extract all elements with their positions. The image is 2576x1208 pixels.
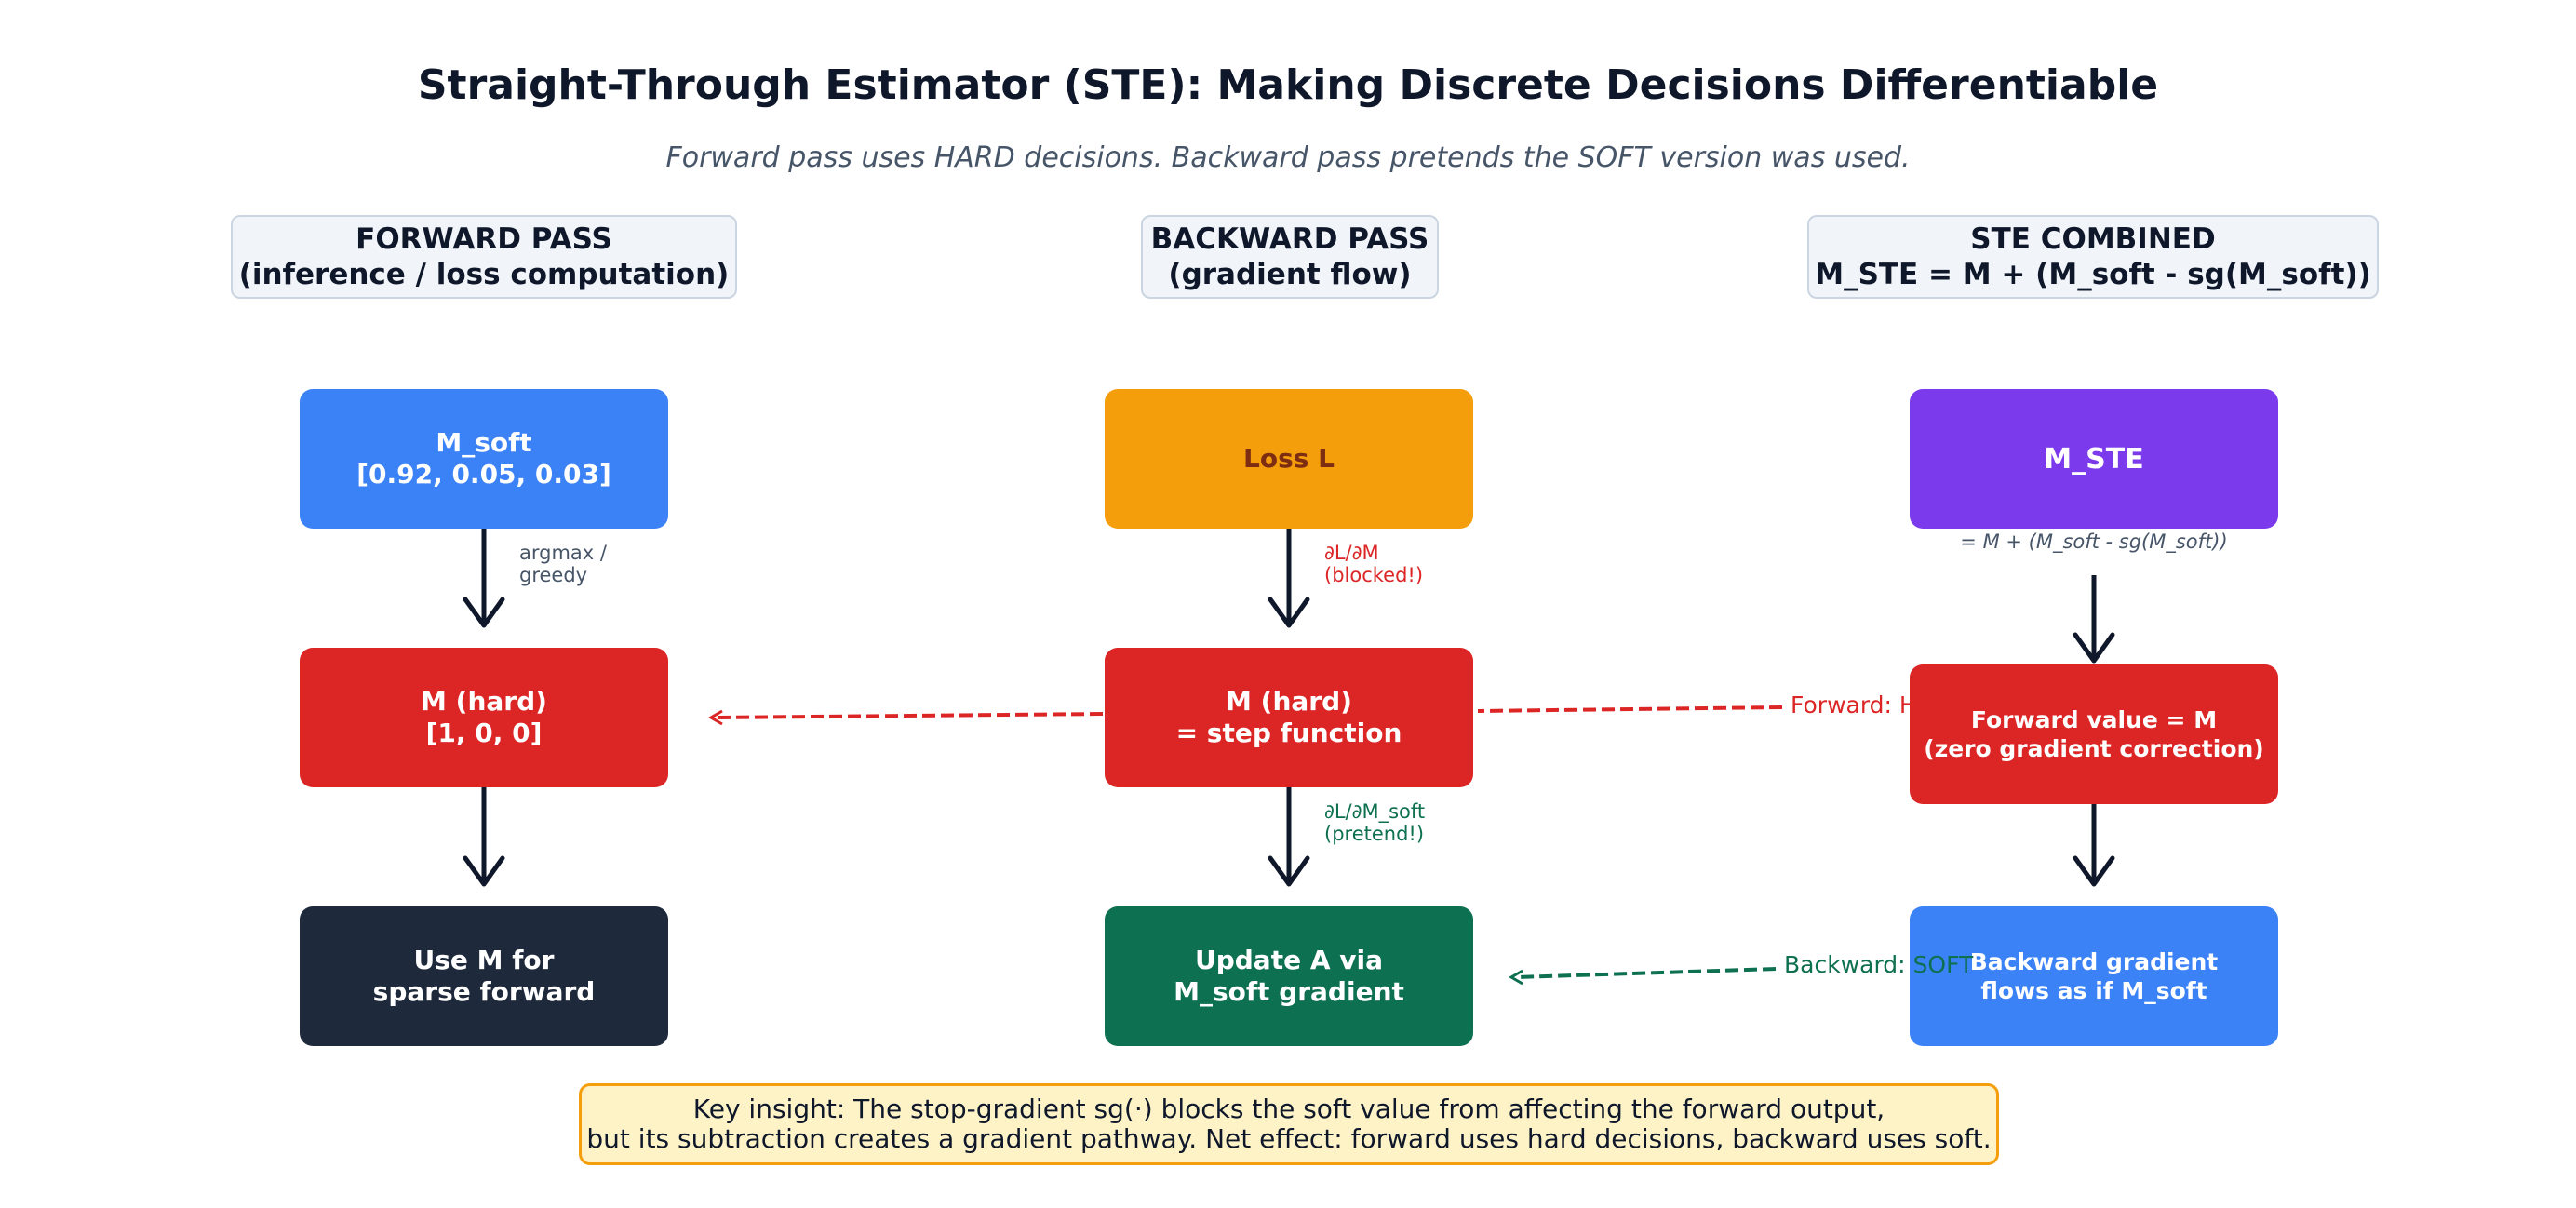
- update-a-node-line2: M_soft gradient: [1174, 976, 1404, 1007]
- m-hard-forward-node-line1: M (hard): [421, 686, 547, 717]
- update-a-node-line1: Update A via: [1194, 945, 1383, 975]
- backward-pass-header-line1: BACKWARD PASS: [1150, 222, 1429, 256]
- argmax-label: argmax / greedy: [519, 542, 607, 586]
- arrow-mste-to-forward-value: [2073, 575, 2115, 664]
- m-ste-node-label: M_STE: [2044, 442, 2144, 476]
- blocked-gradient-label-line1: ∂L/∂M: [1324, 542, 1379, 564]
- ste-combined-header-line2: M_STE = M + (M_soft - sg(M_soft)): [1815, 258, 2371, 291]
- arrow-loss-to-mhard: [1268, 529, 1310, 628]
- blocked-gradient-label-line2: (blocked!): [1324, 564, 1424, 586]
- pretend-gradient-label: ∂L/∂M_soft (pretend!): [1324, 800, 1425, 845]
- use-m-node-line1: Use M for: [413, 945, 555, 975]
- argmax-label-line2: greedy: [519, 564, 588, 586]
- page-subtitle: Forward pass uses HARD decisions. Backwa…: [665, 141, 1911, 174]
- use-m-node: Use M for sparse forward: [300, 906, 668, 1046]
- key-insight-box: Key insight: The stop-gradient sg(·) blo…: [579, 1083, 1999, 1165]
- backward-pass-header: BACKWARD PASS (gradient flow): [1141, 215, 1439, 299]
- blocked-gradient-label: ∂L/∂M (blocked!): [1324, 542, 1423, 586]
- loss-node-label: Loss L: [1243, 443, 1335, 474]
- m-ste-formula-label: = M + (M_soft - sg(M_soft)): [1960, 530, 2228, 553]
- m-hard-forward-node-line2: [1, 0, 0]: [425, 718, 543, 748]
- m-soft-node: M_soft [0.92, 0.05, 0.03]: [300, 389, 668, 529]
- forward-value-node-line2: (zero gradient correction): [1924, 735, 2264, 762]
- m-hard-step-node-line2: = step function: [1175, 718, 1402, 748]
- backward-gradient-node-line1: Backward gradient: [1969, 948, 2219, 975]
- key-insight-line2: but its subtraction creates a gradient p…: [586, 1123, 1992, 1154]
- arrow-msoft-to-mhard: [463, 529, 505, 628]
- backward-soft-label: Backward: SOFT: [1784, 951, 1974, 978]
- loss-node: Loss L: [1105, 389, 1473, 529]
- ste-combined-header: STE COMBINED M_STE = M + (M_soft - sg(M_…: [1807, 215, 2379, 299]
- forward-pass-header: FORWARD PASS (inference / loss computati…: [231, 215, 737, 299]
- m-hard-step-node: M (hard) = step function: [1105, 648, 1473, 787]
- key-insight-line1: Key insight: The stop-gradient sg(·) blo…: [692, 1094, 1885, 1124]
- arrow-mhard-to-update: [1268, 787, 1310, 887]
- dashed-backward-soft-connector: [1509, 967, 1777, 986]
- forward-hard-label: Forward: HARD: [1791, 691, 1967, 718]
- use-m-node-line2: sparse forward: [372, 976, 596, 1007]
- pretend-gradient-label-line1: ∂L/∂M_soft: [1324, 800, 1426, 823]
- forward-pass-header-line1: FORWARD PASS: [356, 222, 612, 256]
- forward-value-node: Forward value = M (zero gradient correct…: [1910, 664, 2278, 804]
- backward-gradient-node: Backward gradient flows as if M_soft: [1910, 906, 2278, 1046]
- page-title: Straight-Through Estimator (STE): Making…: [417, 61, 2159, 109]
- m-soft-node-line2: [0.92, 0.05, 0.03]: [356, 459, 611, 490]
- pretend-gradient-label-line2: (pretend!): [1324, 823, 1425, 845]
- update-a-node: Update A via M_soft gradient: [1105, 906, 1473, 1046]
- arrow-mhard-to-use-m: [463, 787, 505, 887]
- forward-pass-header-line2: (inference / loss computation): [238, 258, 730, 291]
- arrow-forward-value-to-backward-gradient: [2073, 804, 2115, 887]
- m-hard-forward-node: M (hard) [1, 0, 0]: [300, 648, 668, 787]
- argmax-label-line1: argmax /: [519, 542, 607, 564]
- backward-pass-header-line2: (gradient flow): [1168, 258, 1412, 291]
- m-hard-step-node-line1: M (hard): [1226, 686, 1352, 717]
- dashed-forward-hard-connector: [708, 705, 1783, 726]
- m-ste-node: M_STE: [1910, 389, 2278, 529]
- backward-gradient-node-line2: flows as if M_soft: [1980, 977, 2207, 1004]
- ste-combined-header-line1: STE COMBINED: [1970, 222, 2216, 256]
- m-soft-node-line1: M_soft: [436, 427, 532, 458]
- forward-value-node-line1: Forward value = M: [1970, 706, 2218, 733]
